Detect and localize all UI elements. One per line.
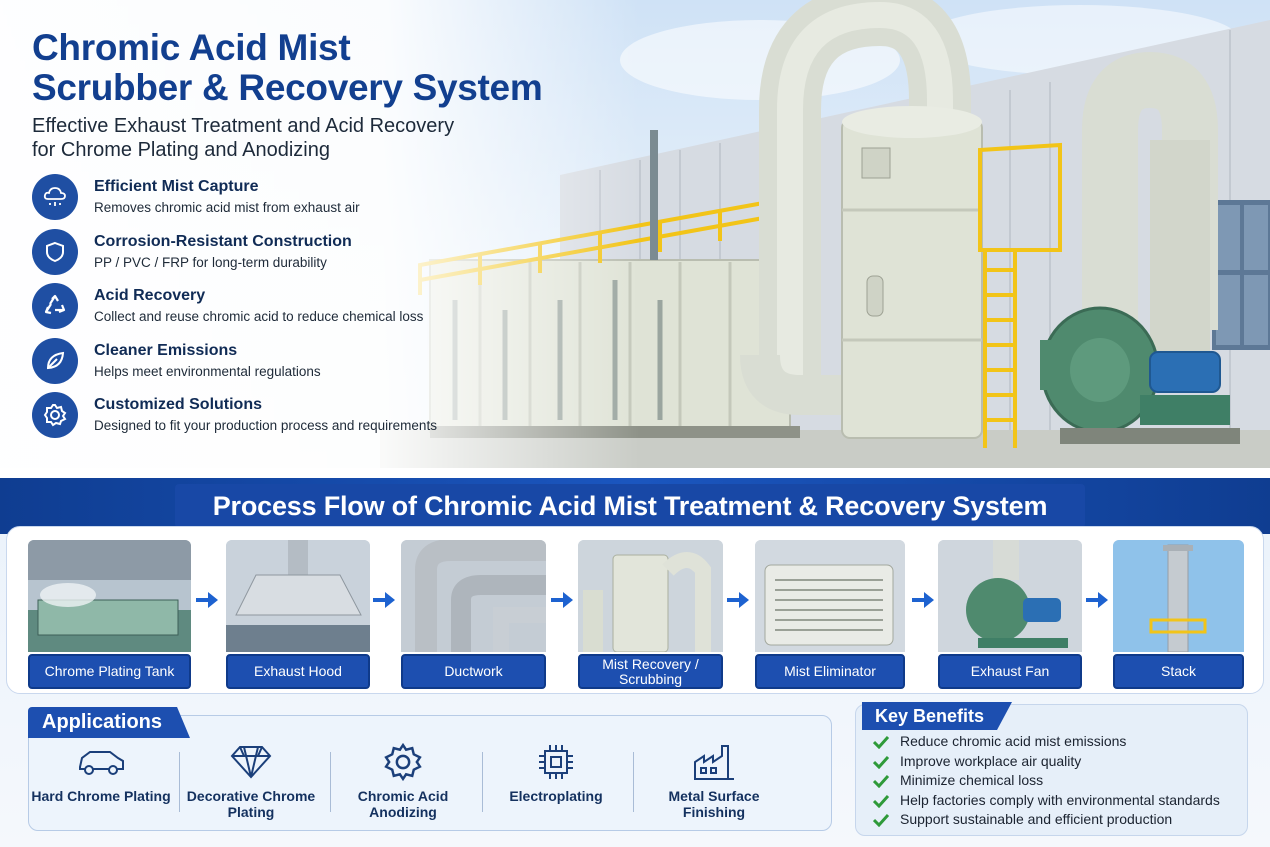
- gear-icon: [32, 392, 78, 438]
- check-icon: [873, 735, 889, 749]
- hero-title-line-1: Chromic Acid Mist: [32, 27, 351, 68]
- benefit-text: Minimize chemical loss: [900, 772, 1044, 789]
- benefit-item: Minimize chemical loss: [873, 772, 1220, 792]
- step-label: Exhaust Fan: [938, 654, 1082, 689]
- factory-icon: [639, 740, 789, 784]
- application-item: Decorative Chrome Plating: [176, 740, 326, 820]
- diamond-icon: [176, 740, 326, 784]
- check-icon: [873, 775, 889, 789]
- feature-title: Acid Recovery: [94, 287, 206, 304]
- flow-arrow: [196, 592, 218, 608]
- chip-icon: [481, 740, 631, 784]
- feature-desc: Removes chromic acid mist from exhaust a…: [94, 200, 360, 215]
- step-label: Mist Eliminator: [755, 654, 905, 689]
- feature-list: Efficient Mist Capture Removes chromic a…: [32, 174, 472, 447]
- process-step: Stack: [1113, 540, 1244, 689]
- hero-subtitle-line-1: Effective Exhaust Treatment and Acid Rec…: [32, 115, 455, 137]
- divider: [179, 752, 180, 812]
- step-label: Exhaust Hood: [226, 654, 370, 689]
- feature-item: Corrosion-Resistant Construction PP / PV…: [32, 228, 472, 284]
- hero-section: Chromic Acid Mist Scrubber & Recovery Sy…: [0, 0, 1270, 468]
- benefit-text: Improve workplace air quality: [900, 752, 1082, 769]
- exhaust-hood-photo: [226, 540, 370, 652]
- check-icon: [873, 794, 889, 808]
- ductwork-photo: [401, 540, 546, 652]
- feature-title: Corrosion-Resistant Construction: [94, 232, 352, 250]
- application-item: Metal Surface Finishing: [639, 740, 789, 820]
- feature-title: Cleaner Emissions: [94, 341, 238, 359]
- feature-desc: PP / PVC / FRP for long-term durability: [94, 254, 327, 270]
- process-step: Ductwork: [401, 540, 546, 689]
- feature-title: Efficient Mist Capture: [94, 178, 259, 195]
- divider: [482, 752, 483, 812]
- gear-icon: [328, 740, 478, 784]
- flow-arrow: [727, 592, 749, 608]
- check-icon: [873, 755, 889, 769]
- process-section: Process Flow of Chromic Acid Mist Treatm…: [0, 478, 1270, 847]
- hero-title: Chromic Acid Mist Scrubber & Recovery Sy…: [32, 28, 592, 108]
- step-label: Ductwork: [401, 654, 546, 689]
- applications-title: Applications: [28, 707, 190, 738]
- process-step: Exhaust Fan: [938, 540, 1082, 689]
- process-step: Exhaust Hood: [226, 540, 370, 689]
- flow-arrow: [373, 592, 395, 608]
- process-step: Mist Eliminator: [755, 540, 905, 689]
- feature-item: Acid Recovery Collect and reuse chromic …: [32, 283, 472, 338]
- feature-desc: Designed to fit your production process …: [94, 418, 437, 433]
- cloud-mist-icon: [32, 174, 78, 220]
- benefit-text: Support sustainable and efficient produc…: [900, 811, 1173, 828]
- application-label: Decorative Chrome Plating: [186, 788, 316, 820]
- leaf-icon: [32, 337, 78, 384]
- application-label: Hard Chrome Plating: [31, 788, 171, 804]
- divider: [330, 752, 331, 812]
- application-item: Chromic Acid Anodizing: [328, 740, 478, 820]
- application-label: Metal Surface Finishing: [668, 788, 760, 820]
- benefit-text: Help factories comply with environmental…: [900, 791, 1220, 808]
- application-item: Hard Chrome Plating: [26, 740, 176, 804]
- feature-title: Customized Solutions: [94, 396, 262, 413]
- application-item: Electroplating: [481, 740, 631, 804]
- mist-eliminator-photo: [755, 540, 905, 652]
- process-title-box: Process Flow of Chromic Acid Mist Treatm…: [175, 484, 1085, 528]
- process-banner: Process Flow of Chromic Acid Mist Treatm…: [0, 478, 1270, 534]
- feature-item: Customized Solutions Designed to fit you…: [32, 392, 472, 447]
- step-label: Stack: [1113, 654, 1244, 689]
- benefit-item: Support sustainable and efficient produc…: [873, 811, 1220, 831]
- car-icon: [26, 740, 176, 784]
- flow-arrow: [551, 592, 573, 608]
- feature-desc: Collect and reuse chromic acid to reduce…: [94, 309, 424, 324]
- benefits-title: Key Benefits: [862, 702, 1012, 730]
- process-step: Mist Recovery / Scrubbing: [578, 540, 723, 689]
- plating-tank-photo: [28, 540, 191, 652]
- recycle-icon: [32, 283, 78, 329]
- feature-desc: Helps meet environmental regulations: [94, 363, 321, 379]
- benefit-item: Reduce chromic acid mist emissions: [873, 733, 1220, 753]
- step-label: Chrome Plating Tank: [28, 654, 191, 689]
- exhaust-fan-photo: [938, 540, 1082, 652]
- flow-arrow: [1086, 592, 1108, 608]
- feature-item: Efficient Mist Capture Removes chromic a…: [32, 174, 472, 229]
- stack-photo: [1113, 540, 1244, 652]
- hero-title-line-2: Scrubber & Recovery System: [32, 67, 543, 108]
- hero-subtitle-line-2: for Chrome Plating and Anodizing: [32, 139, 330, 161]
- benefit-item: Improve workplace air quality: [873, 753, 1220, 773]
- hero-text-backdrop: [0, 0, 640, 468]
- shield-icon: [32, 228, 78, 275]
- benefit-item: Help factories comply with environmental…: [873, 792, 1220, 812]
- process-title: Process Flow of Chromic Acid Mist Treatm…: [212, 490, 1048, 521]
- application-label: Chromic Acid Anodizing: [357, 788, 449, 820]
- application-label: Electroplating: [509, 788, 603, 804]
- step-label: Mist Recovery / Scrubbing: [578, 654, 723, 689]
- scrubber-photo: [578, 540, 723, 652]
- flow-arrow: [912, 592, 934, 608]
- check-icon: [873, 814, 889, 828]
- benefit-text: Reduce chromic acid mist emissions: [900, 733, 1127, 749]
- feature-item: Cleaner Emissions Helps meet environment…: [32, 337, 472, 393]
- divider: [633, 752, 634, 812]
- benefit-list: Reduce chromic acid mist emissions Impro…: [873, 733, 1220, 831]
- process-step: Chrome Plating Tank: [28, 540, 191, 689]
- hero-subtitle: Effective Exhaust Treatment and Acid Rec…: [32, 114, 592, 162]
